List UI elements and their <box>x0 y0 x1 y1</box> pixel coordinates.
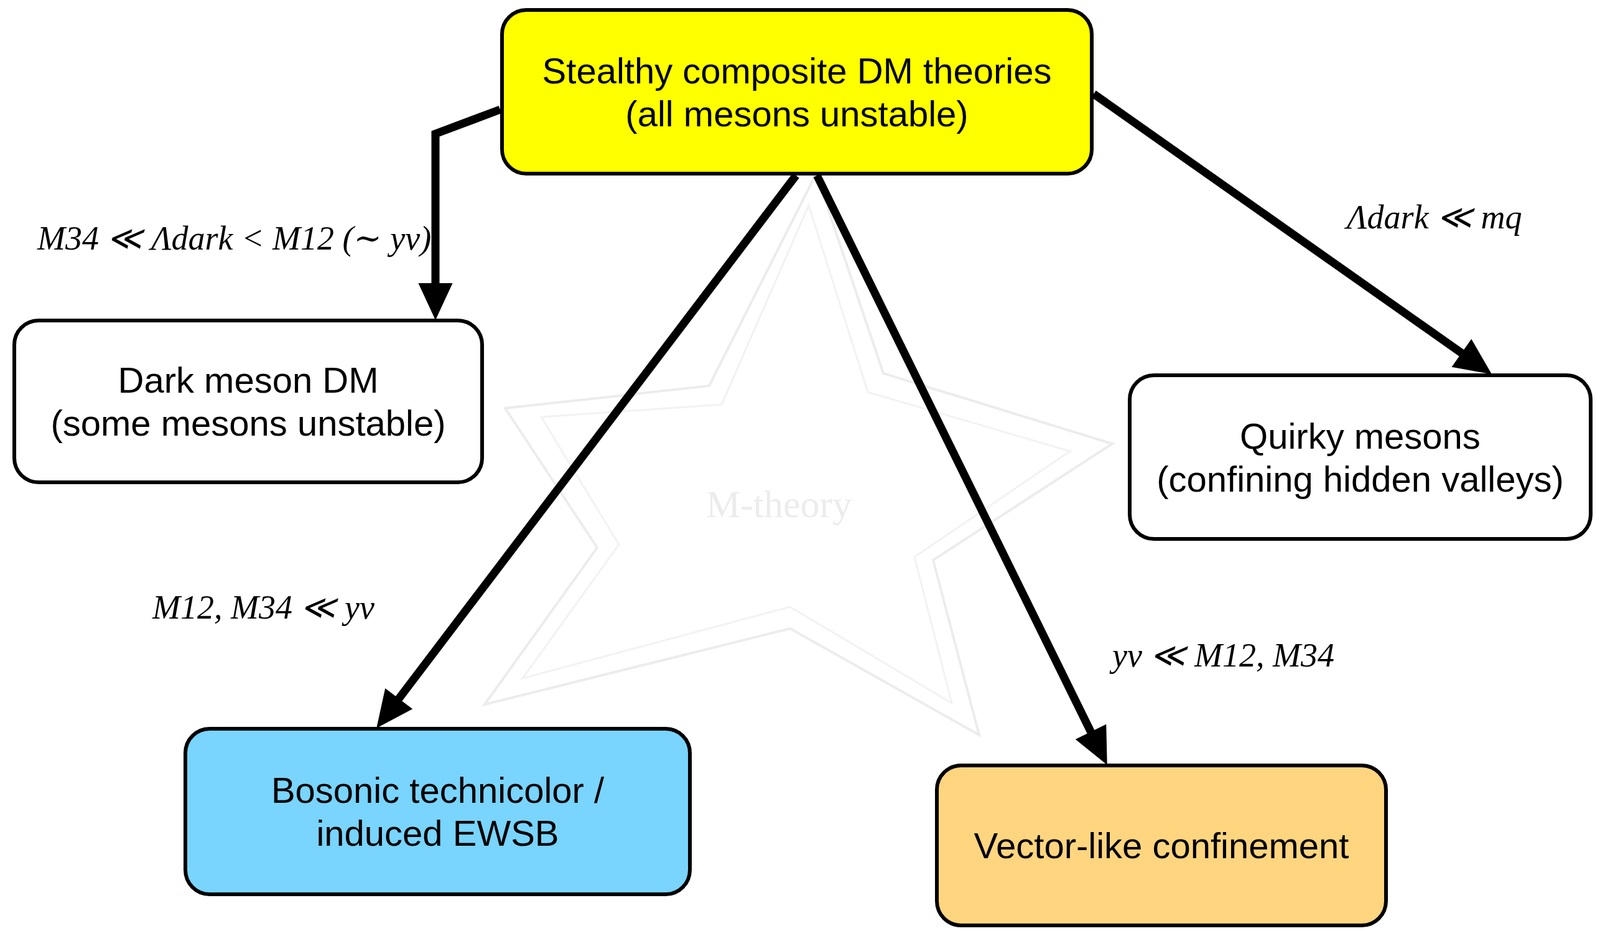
box-text: Quirky mesons <box>1156 414 1564 458</box>
arrow-connector <box>816 175 1107 764</box>
box-text-group: Quirky mesons(confining hidden valleys) <box>1156 414 1564 501</box>
box-text: Dark meson DM <box>50 358 446 402</box>
arrow-shaft <box>435 109 501 287</box>
box-text: (some mesons unstable) <box>50 401 446 445</box>
theory-box: Dark meson DM(some mesons unstable) <box>12 318 484 484</box>
box-text: Vector-like confinement <box>974 823 1350 867</box>
watermark-text: M-theory <box>706 482 852 527</box>
condition-label: yv ≪ M12, M34 <box>1112 635 1335 675</box>
condition-label: M34 ≪ Λdark < M12 (∼ yv) <box>37 218 432 258</box>
theory-box: Vector-like confinement <box>934 763 1388 927</box>
arrow-shaft <box>816 175 1092 735</box>
box-text: (all mesons unstable) <box>542 92 1052 135</box>
box-text-group: Bosonic technicolor / induced EWSB <box>251 768 625 855</box>
arrow-head <box>1452 340 1491 374</box>
watermark-star-outline <box>484 173 1113 735</box>
watermark-star-inner <box>522 205 1070 703</box>
box-text-group: Dark meson DM(some mesons unstable) <box>50 358 446 445</box>
box-text: (confining hidden valleys) <box>1156 457 1564 501</box>
box-text-group: Vector-like confinement <box>974 823 1350 867</box>
condition-label: M12, M34 ≪ yv <box>152 587 375 627</box>
arrow-head <box>377 689 412 727</box>
box-text: Stealthy composite DM theories <box>542 49 1052 93</box>
arrow-head <box>1076 724 1107 764</box>
arrow-head <box>419 283 452 319</box>
arrow-connector <box>419 109 501 319</box>
box-text: Bosonic technicolor / induced EWSB <box>251 768 625 855</box>
box-text-group: Stealthy composite DM theories(all meson… <box>542 49 1052 135</box>
condition-label: Λdark ≪ mq <box>1346 197 1523 237</box>
theory-box: Stealthy composite DM theories(all meson… <box>500 8 1094 176</box>
theory-box: Bosonic technicolor / induced EWSB <box>183 726 692 896</box>
theory-box: Quirky mesons(confining hidden valleys) <box>1127 373 1593 541</box>
